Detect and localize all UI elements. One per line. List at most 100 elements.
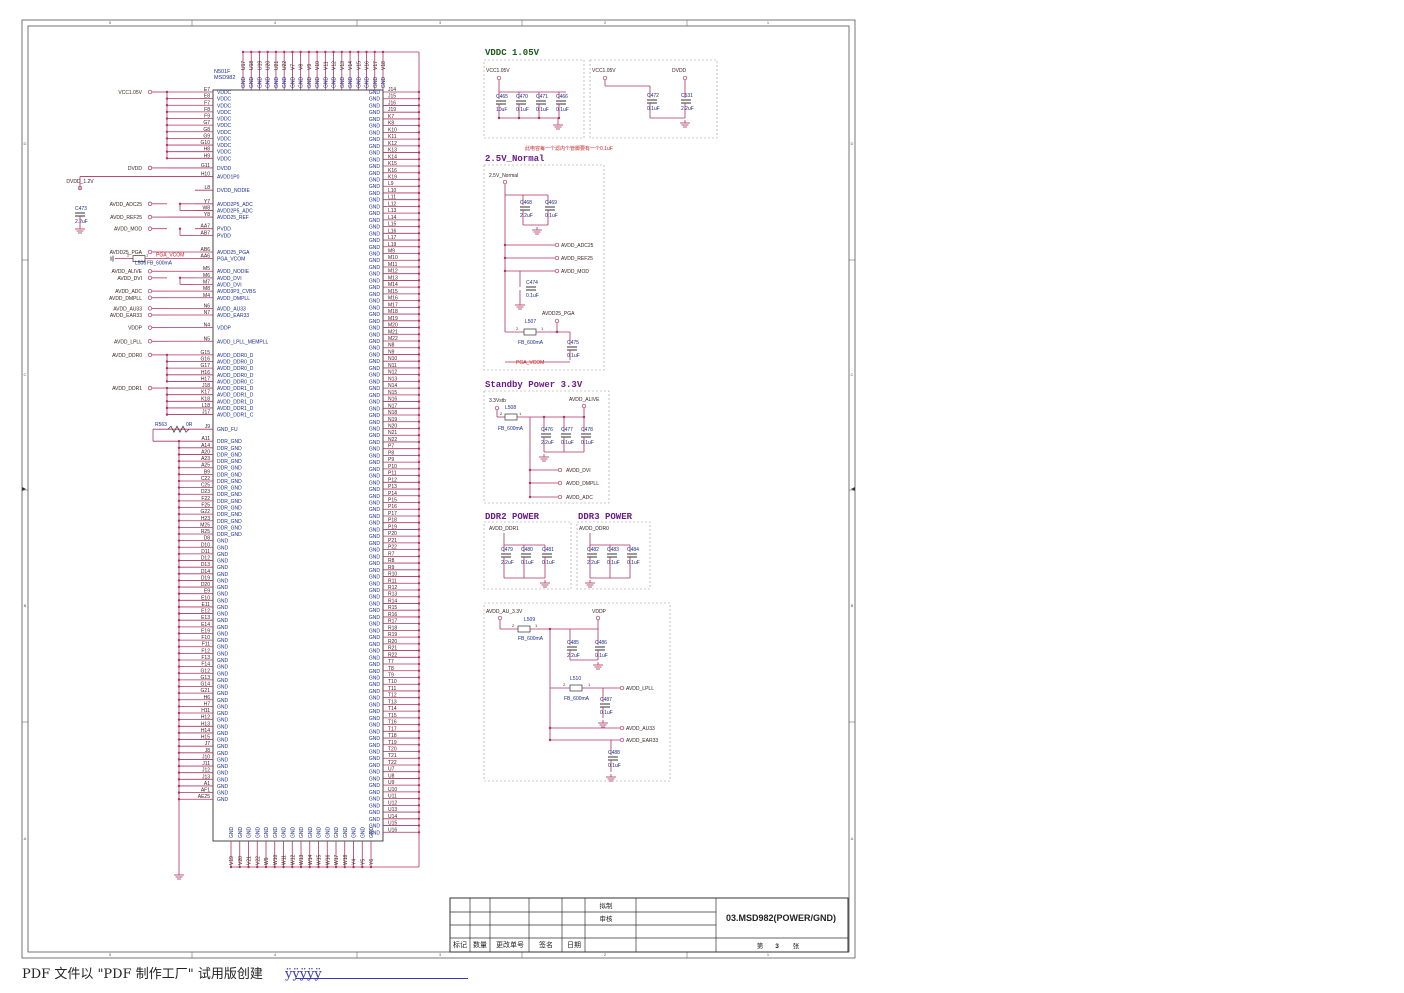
pin-number: V19 — [229, 856, 235, 865]
pin-number: K11 — [388, 134, 397, 140]
pin-number: N11 — [388, 363, 397, 369]
pin-name: GND — [369, 117, 381, 123]
junction-dot — [165, 137, 169, 140]
footer-link[interactable]: ÿÿÿÿÿ — [285, 967, 322, 982]
pin-number: F11 — [202, 642, 210, 648]
section-title: VDDC 1.05V — [485, 48, 540, 58]
frame-col-label: 3 — [439, 20, 442, 25]
pin-name: GND — [217, 791, 229, 797]
pin-name: GND — [217, 718, 229, 724]
pin-name: GND — [369, 245, 381, 251]
pin-name: GND — [369, 790, 381, 796]
cap-value: 0.1uF — [607, 560, 620, 566]
pin-number: T15 — [388, 713, 397, 719]
pin-number: W16 — [325, 855, 331, 866]
pin-number: L17 — [388, 235, 397, 241]
pin-name: GND — [217, 771, 229, 777]
net-label: AVDD_ALIVE — [112, 269, 143, 275]
bead-value: FB_600mA — [518, 636, 544, 642]
pin-number: P12 — [388, 477, 397, 483]
cap-ref: C482 — [587, 547, 599, 553]
pin-number: R13 — [388, 592, 397, 598]
junction-dot — [165, 373, 169, 376]
section-box — [576, 521, 651, 590]
pin-name: GND — [369, 743, 381, 749]
pin-name: DDR_GND — [217, 499, 242, 505]
pin-name: GND — [369, 770, 381, 776]
pin-name: GND — [369, 332, 381, 338]
junction-dot — [177, 725, 181, 728]
net-label: AVDD_DDR0 — [112, 353, 142, 359]
port-marker — [147, 226, 153, 231]
pin-number: W11 — [282, 855, 288, 865]
pin-name: GND — [369, 339, 381, 345]
pin-number: K8 — [388, 121, 394, 127]
pin-number: C25 — [201, 483, 210, 489]
pin-number: AB6 — [201, 247, 211, 253]
pin-name: GND — [369, 258, 381, 264]
pin-name: GND — [247, 827, 253, 839]
pin-name: GND_FU — [217, 427, 238, 433]
pin-name: GND — [229, 827, 235, 839]
port-marker — [494, 405, 500, 411]
pin-name: GND — [369, 225, 381, 231]
pin-name: PVDD — [217, 227, 231, 233]
pin-number: Y8 — [204, 212, 210, 218]
junction-dot — [562, 415, 566, 419]
pin-name: GND — [369, 231, 381, 237]
pin-name: GND — [369, 453, 381, 459]
pin-name: GND — [369, 682, 381, 688]
pin-name: AVDD_DVI — [217, 276, 242, 282]
pin-name: GND — [369, 723, 381, 729]
pin-number: T7 — [388, 659, 394, 665]
pin-number: V21 — [247, 856, 253, 865]
pin-name: GND — [348, 77, 354, 89]
pin-number: V9 — [307, 64, 313, 70]
pin-number: J7 — [205, 741, 211, 747]
cap-ref: C474 — [526, 280, 538, 286]
pin-number: N13 — [388, 376, 397, 382]
port-marker — [557, 494, 563, 500]
junction-dot — [177, 638, 181, 642]
pin-name: GND — [323, 77, 329, 89]
pin-name: VDDP — [217, 326, 232, 332]
pin-name: AVDD2P5_ADC — [217, 208, 253, 214]
pin-number: M17 — [388, 302, 398, 308]
port-marker — [147, 269, 153, 274]
port-marker — [147, 89, 153, 95]
pin-name: GND — [274, 77, 280, 89]
junction-dot — [548, 627, 552, 631]
net-label: AVDD_REF25 — [561, 256, 593, 262]
cap-ref: C485 — [567, 640, 579, 646]
junction-dot — [165, 150, 169, 153]
pin-number: T17 — [388, 726, 397, 732]
junction-dot — [555, 330, 559, 334]
resistor-value: 0R — [186, 422, 193, 428]
pin-number: T14 — [388, 706, 397, 712]
pin-number: V10 — [315, 61, 321, 70]
port-marker — [147, 306, 153, 311]
junction-dot — [177, 751, 181, 755]
pin-name: GND — [369, 211, 381, 217]
net-label: AVDD25_PGA — [110, 250, 143, 256]
pin-number: R19 — [388, 632, 397, 638]
pin-name: AVDD_EAR33 — [217, 313, 249, 319]
junction-dot — [165, 104, 169, 107]
pin-number: L8 — [204, 185, 210, 191]
pin-name: GND — [369, 649, 381, 655]
pin-name: GND — [369, 137, 381, 143]
junction-dot — [177, 645, 181, 648]
pin-number: N22 — [388, 437, 397, 443]
junction-dot — [177, 619, 181, 622]
pin-number: M16 — [388, 296, 398, 302]
junction-dot — [165, 130, 169, 133]
pin-number: M25 — [200, 522, 210, 528]
frame-col-label: 4 — [274, 952, 277, 957]
pin-number: 1 — [519, 411, 522, 416]
pin-number: H17 — [201, 376, 210, 382]
pin-number: M15 — [388, 289, 398, 295]
junction-dot — [165, 353, 169, 357]
pin-name: GND — [369, 110, 381, 116]
pin-number: V18 — [381, 61, 387, 70]
frame-col-label: 4 — [274, 20, 277, 25]
